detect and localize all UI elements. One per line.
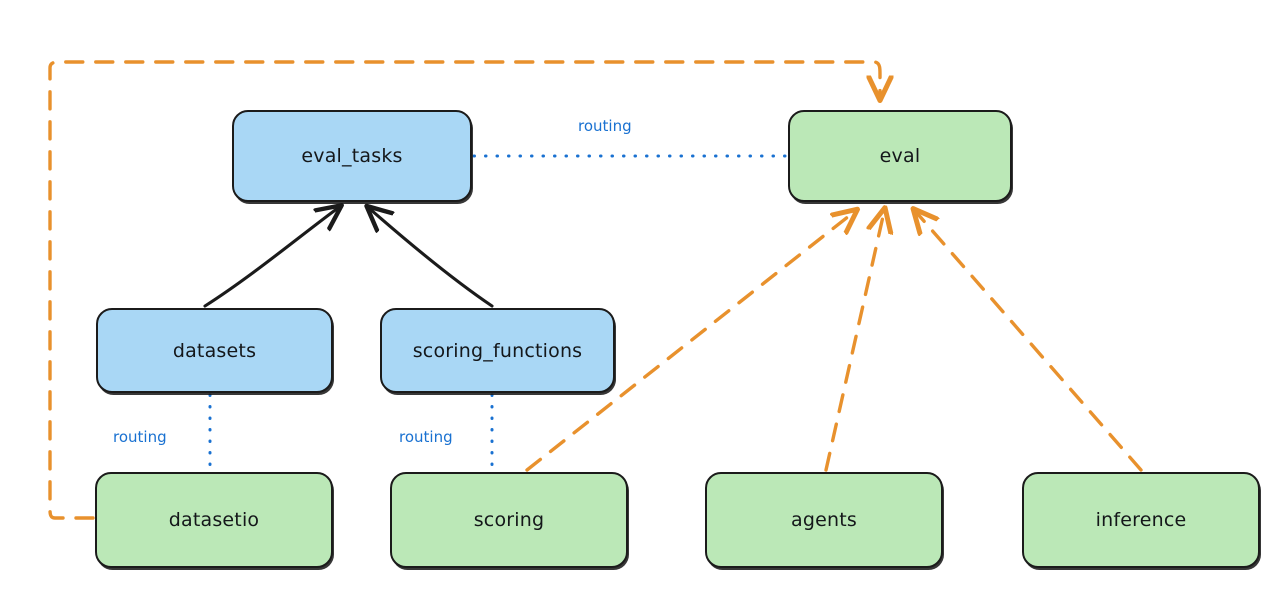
node-label: datasetio (168, 509, 260, 531)
node-eval[interactable]: eval (788, 110, 1012, 202)
edge-agents-to-eval (824, 212, 884, 472)
edge-label-routing-scoring: routing (399, 428, 453, 446)
node-label: agents (791, 509, 857, 531)
edge-datasets-to-eval-tasks (203, 208, 338, 308)
node-scoring-functions[interactable]: scoring_functions (380, 308, 615, 393)
node-label: datasets (172, 339, 257, 362)
edge-label-routing-datasetio: routing (113, 428, 167, 446)
node-inference[interactable]: inference (1022, 472, 1260, 568)
edge-scoring-functions-to-eval-tasks (370, 209, 494, 308)
node-datasetio[interactable]: datasetio (95, 472, 333, 568)
node-datasets[interactable]: datasets (96, 308, 333, 393)
node-label: scoring_functions (412, 339, 583, 362)
node-label: scoring (473, 509, 545, 531)
node-eval-tasks[interactable]: eval_tasks (232, 110, 472, 202)
node-label: eval_tasks (301, 145, 403, 167)
node-agents[interactable]: agents (705, 472, 943, 568)
node-label: inference (1095, 509, 1187, 531)
node-scoring[interactable]: scoring (390, 472, 628, 568)
edge-inference-to-eval (916, 212, 1143, 472)
edge-label-routing-eval: routing (578, 117, 632, 135)
node-label: eval (879, 145, 921, 167)
